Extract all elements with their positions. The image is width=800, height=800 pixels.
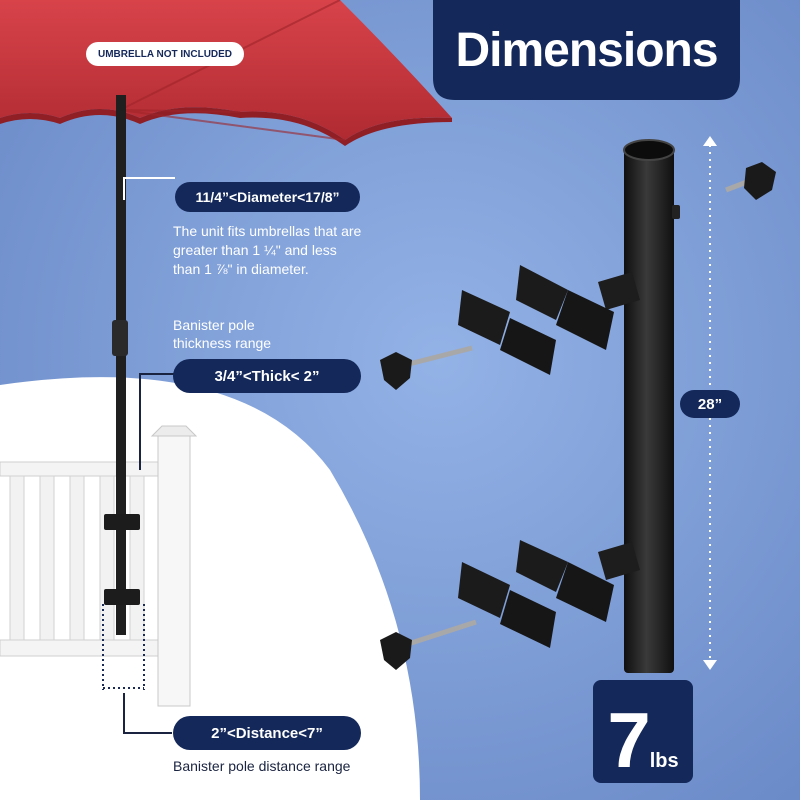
badge-text: UMBRELLA NOT INCLUDED xyxy=(97,48,233,60)
umbrella-not-included-badge: UMBRELLA NOT INCLUDED xyxy=(86,42,244,66)
diameter-description: The unit fits umbrellas that are greater… xyxy=(173,222,413,279)
length-dimension-line xyxy=(703,136,717,670)
thickness-caption-line: thickness range xyxy=(173,335,272,351)
clamp-plates-upper xyxy=(458,265,614,375)
length-label-text: 28” xyxy=(697,395,723,413)
page-title: Dimensions xyxy=(455,23,718,77)
diameter-label-text: 11/4”<Diameter<17/8” xyxy=(195,189,340,205)
thickness-caption: Banister pole thickness range xyxy=(173,316,373,352)
heading-banner xyxy=(433,0,740,100)
diameter-desc-line: than 1 ⅞" in diameter. xyxy=(173,261,309,277)
knob-bolts xyxy=(380,162,776,670)
diameter-label: 11/4”<Diameter<17/8” xyxy=(175,182,360,212)
weight-value: 7 xyxy=(607,696,650,784)
length-label: 28” xyxy=(680,390,740,418)
distance-label: 2”<Distance<7” xyxy=(173,716,361,750)
diameter-desc-line: greater than 1 ¼" and less xyxy=(173,242,337,258)
distance-label-text: 2”<Distance<7” xyxy=(211,724,323,742)
diameter-desc-line: The unit fits umbrellas that are xyxy=(173,223,362,239)
distance-caption: Banister pole distance range xyxy=(173,758,351,774)
weight-badge: 7 lbs xyxy=(593,680,693,783)
thickness-label: 3/4”<Thick< 2” xyxy=(173,359,361,393)
thickness-label-text: 3/4”<Thick< 2” xyxy=(214,367,320,385)
umbrella xyxy=(0,0,452,635)
leader-lines xyxy=(123,177,178,734)
installed-clamps xyxy=(102,514,145,690)
banister-railing xyxy=(0,425,198,707)
thickness-caption-line: Banister pole xyxy=(173,317,255,333)
mount-pipe xyxy=(598,139,680,673)
weight-unit: lbs xyxy=(649,750,679,772)
clamp-plates-lower xyxy=(458,540,614,648)
